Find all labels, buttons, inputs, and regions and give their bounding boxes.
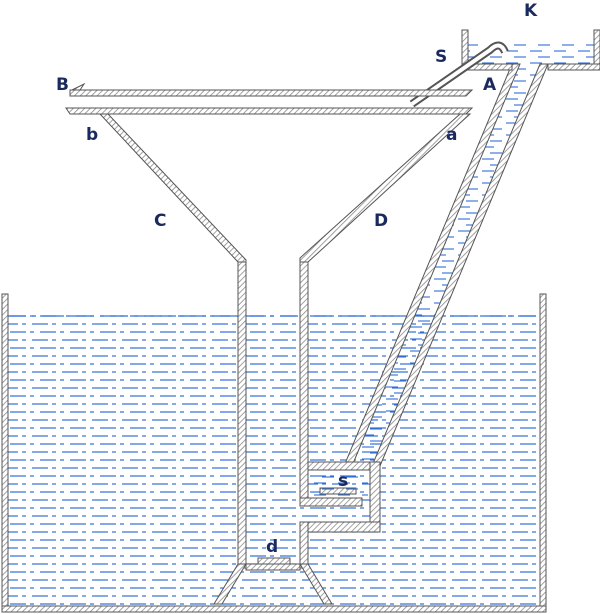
siphon-s (409, 41, 509, 108)
reservoir-k (461, 29, 600, 71)
base-valve-d (213, 557, 333, 605)
label-k: K (524, 1, 538, 21)
label-d: D (374, 211, 388, 231)
label-s-lower: s (338, 471, 348, 491)
label-a-upper: A (483, 75, 497, 95)
label-b-upper: B (56, 75, 69, 95)
label-s: S (435, 47, 447, 67)
funnel-rims (65, 82, 474, 115)
funnel-walls (98, 113, 472, 269)
label-a-lower: a (446, 125, 457, 145)
tank-water (8, 312, 540, 606)
label-b-lower: b (86, 125, 98, 145)
chamber-s-water (310, 472, 368, 496)
label-d-lower: d (266, 537, 278, 557)
label-c: C (154, 211, 166, 231)
tank-walls (1, 293, 547, 613)
